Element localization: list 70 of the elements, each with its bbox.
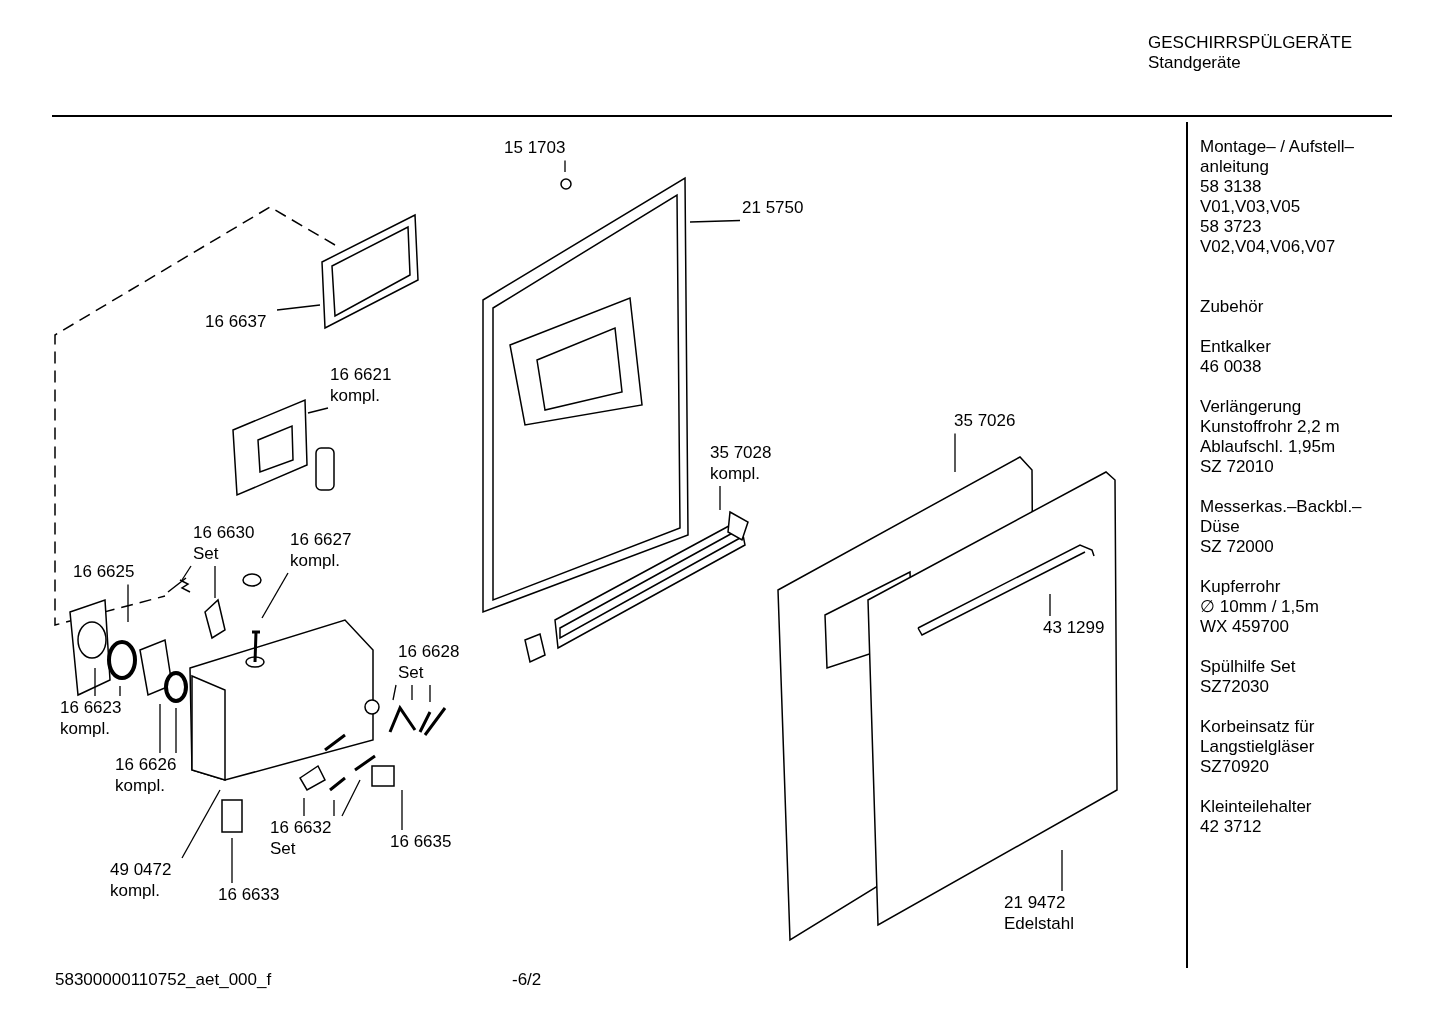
accessory-text: SZ 72010 [1200,457,1274,477]
accessory-text: Ablaufschl. 1,95m [1200,437,1336,457]
leader-line [159,703,161,754]
part-number: 16 6625 [73,562,143,583]
part-number: 49 0472 kompl. [110,860,180,901]
accessory-text: Kleinteilehalter [1200,797,1312,817]
accessory-text: Zubehör [1200,297,1264,317]
accessory-text: 46 0038 [1200,357,1262,377]
leader-line [1049,593,1051,617]
accessory-text: SZ70920 [1200,757,1269,777]
leader-line [411,684,413,701]
heading: GESCHIRRSPÜLGERÄTE [1148,33,1353,53]
accessory-text: 42 3712 [1200,817,1262,837]
leader-line [303,797,305,817]
part-number: 35 7028 kompl. [710,443,780,484]
leader-line [719,485,721,511]
accessory-text: 58 3723 [1200,217,1262,237]
part-number: 16 6623 kompl. [60,698,130,739]
accessory-text: Korbeinsatz für Langstielgläser [1200,717,1316,757]
leader-line [119,685,121,697]
accessory-text: V01,V03,V05 [1200,197,1301,217]
leader-line [401,789,403,831]
part-number: 16 6635 [390,832,460,853]
leader-line [181,789,221,859]
accessory-text: Messerkas.–Backbl.– Düse [1200,497,1363,537]
footer-text: 58300000110752_aet_000_f [55,970,272,990]
part-number: 21 9472 Edelstahl [1004,893,1084,934]
leader-line [181,565,192,581]
leader-line [214,565,216,599]
leader-line [392,684,397,701]
leader-line [307,407,329,414]
leader-line [1061,849,1063,892]
leader-line [429,684,431,703]
accessory-text: Montage– / Aufstell– anleitung [1200,137,1356,177]
leader-line [261,572,289,619]
accessory-text: Spülhilfe Set [1200,657,1296,677]
leader-line [689,219,741,223]
leader-line [94,667,96,697]
subheading: Standgeräte [1148,53,1241,73]
part-number: 16 6637 [205,312,275,333]
accessory-text: 58 3138 [1200,177,1262,197]
part-number: 16 6626 kompl. [115,755,179,796]
accessory-text: V02,V04,V06,V07 [1200,237,1336,257]
accessory-text: Verlängerung [1200,397,1302,417]
leader-line [127,583,129,623]
leader-line [333,799,335,817]
leader-line [276,304,321,311]
leader-line [954,432,956,473]
leader-line [564,159,566,173]
accessory-text: SZ 72000 [1200,537,1274,557]
accessory-text: ∅ 10mm / 1,5m [1200,597,1319,617]
part-number: 21 5750 [742,198,822,219]
accessory-text: Kunstoffrohr 2,2 m [1200,417,1340,437]
leader-line [175,707,177,754]
part-number: 16 6633 [218,885,288,906]
accessory-text: Entkalker [1200,337,1271,357]
accessory-text: Kupferrohr [1200,577,1281,597]
part-number: 16 6628 Set [398,642,468,683]
part-number: 43 1299 [1043,618,1113,639]
part-number: 16 6621 kompl. [330,365,394,406]
part-number: 15 1703 [504,138,584,159]
accessory-text: SZ72030 [1200,677,1269,697]
accessory-text: WX 459700 [1200,617,1289,637]
part-number: 16 6630 Set [193,523,257,564]
leader-line [231,837,233,884]
part-number: 16 6632 Set [270,818,340,859]
part-number: 35 7026 [954,411,1024,432]
footer-text: -6/2 [512,970,542,990]
part-number: 16 6627 kompl. [290,530,354,571]
leader-line [341,779,361,817]
